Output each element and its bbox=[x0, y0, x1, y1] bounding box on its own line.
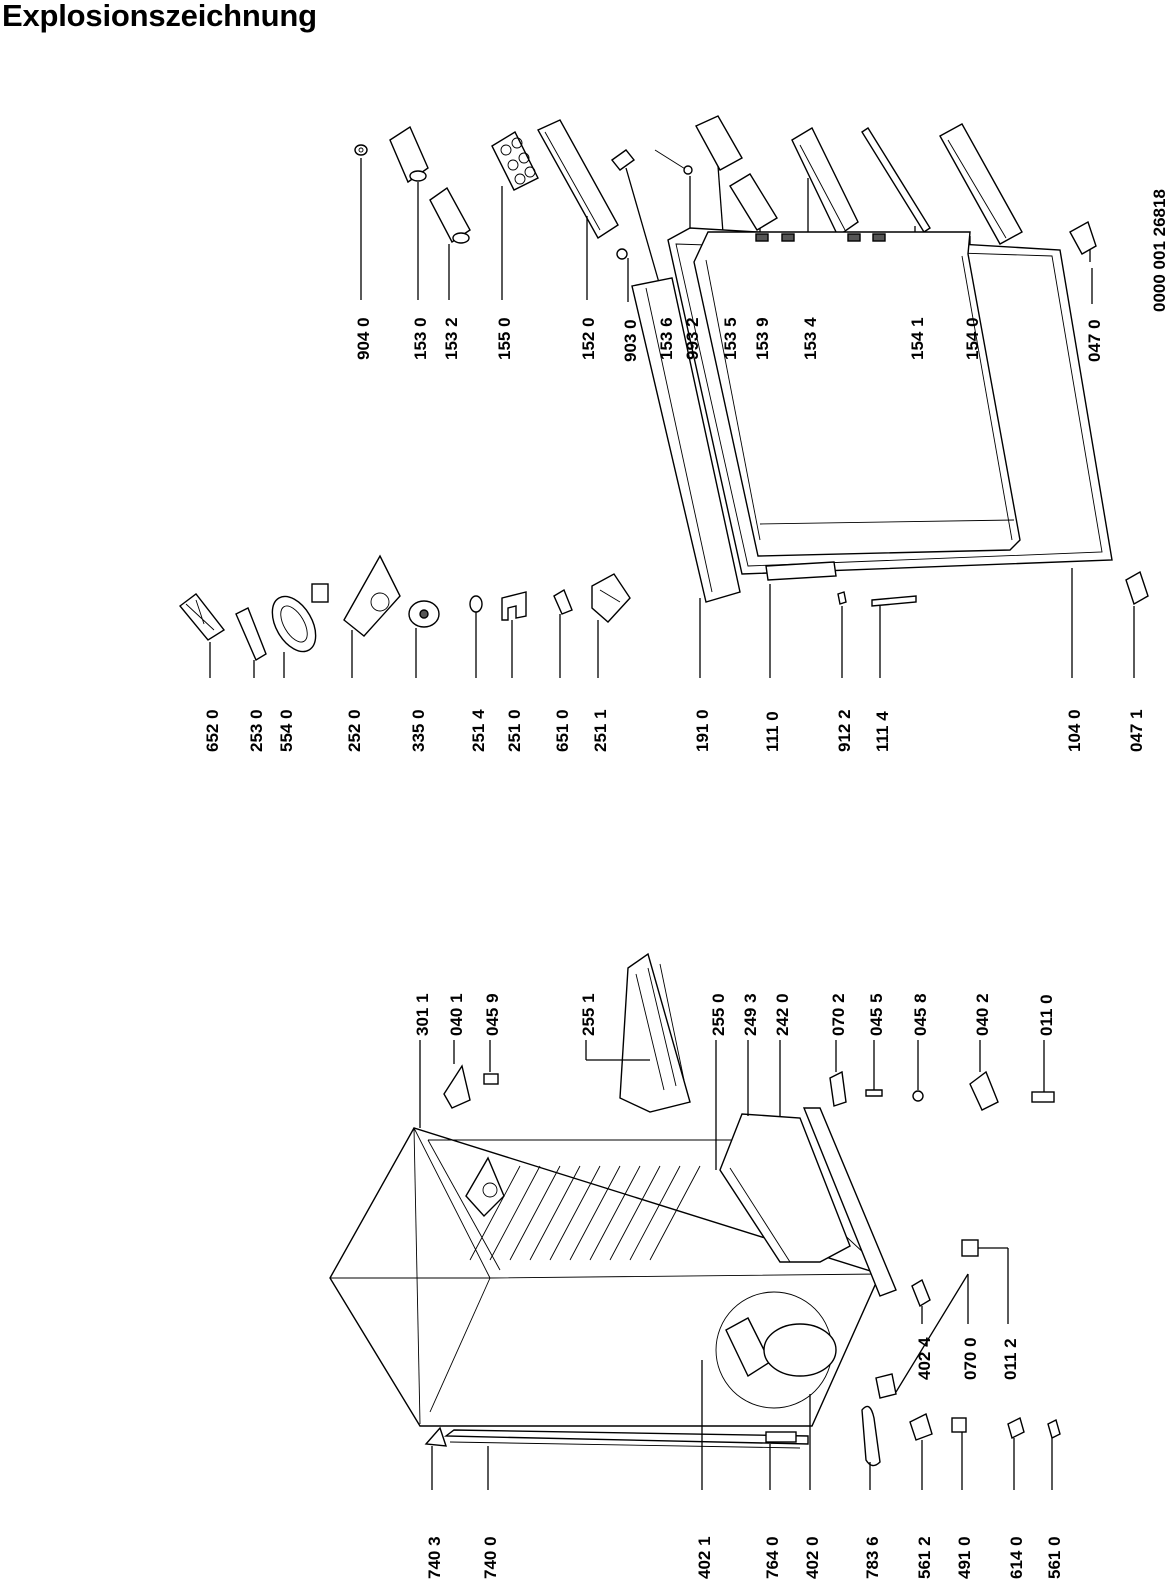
part-label: 252 0 bbox=[345, 709, 364, 752]
part-label: 040 2 bbox=[973, 993, 992, 1036]
part-label: 651 0 bbox=[553, 709, 572, 752]
part-label: 070 2 bbox=[829, 993, 848, 1036]
part-label: 047 0 bbox=[1085, 319, 1104, 362]
page-title: Explosionszeichnung bbox=[2, 0, 317, 33]
part-label: 153 5 bbox=[721, 317, 740, 360]
part-label: 253 0 bbox=[247, 709, 266, 752]
part-label: 402 0 bbox=[803, 1536, 822, 1579]
part-number-labels: 904 0 153 0 153 2 155 0 152 0 903 0 153 6 993 2… bbox=[203, 317, 1146, 1579]
part-label: 152 0 bbox=[579, 317, 598, 360]
part-label: 111 0 bbox=[763, 711, 782, 752]
part-label: 993 2 bbox=[683, 317, 702, 360]
door-parts-group bbox=[354, 115, 1091, 302]
part-label: 070 0 bbox=[961, 1337, 980, 1380]
part-label: 402 1 bbox=[695, 1536, 714, 1579]
part-label: 912 2 bbox=[835, 709, 854, 752]
part-label: 251 4 bbox=[469, 709, 488, 752]
part-label: 255 1 bbox=[579, 993, 598, 1036]
part-label: 047 1 bbox=[1127, 709, 1146, 752]
part-label: 242 0 bbox=[773, 993, 792, 1036]
part-label: 104 0 bbox=[1065, 709, 1084, 752]
part-label: 903 0 bbox=[621, 319, 640, 362]
part-label: 561 2 bbox=[915, 1536, 934, 1579]
part-label: 040 1 bbox=[447, 993, 466, 1036]
part-label: 155 0 bbox=[495, 317, 514, 360]
part-label: 561 0 bbox=[1045, 1536, 1064, 1579]
part-label: 614 0 bbox=[1007, 1536, 1026, 1579]
part-label: 740 3 bbox=[425, 1536, 444, 1579]
freezer-door-assembly bbox=[616, 220, 1149, 678]
part-label: 335 0 bbox=[409, 709, 428, 752]
part-label: 153 2 bbox=[442, 317, 461, 360]
part-label: 045 5 bbox=[867, 993, 886, 1036]
part-label: 251 0 bbox=[505, 709, 524, 752]
part-label: 153 6 bbox=[657, 317, 676, 360]
part-label: 255 0 bbox=[709, 993, 728, 1036]
part-label: 904 0 bbox=[354, 317, 373, 360]
part-label: 402 4 bbox=[915, 1337, 934, 1380]
cabinet-assembly bbox=[329, 952, 1061, 1490]
part-label: 191 0 bbox=[693, 709, 712, 752]
part-label: 045 8 bbox=[911, 993, 930, 1036]
part-label: 249 3 bbox=[741, 993, 760, 1036]
part-label: 153 0 bbox=[411, 317, 430, 360]
part-label: 045 9 bbox=[483, 993, 502, 1036]
control-parts-group bbox=[178, 554, 631, 678]
part-label: 154 0 bbox=[963, 317, 982, 360]
part-label: 154 1 bbox=[908, 317, 927, 360]
part-label: 153 4 bbox=[801, 317, 820, 360]
part-label: 011 2 bbox=[1001, 1338, 1020, 1380]
document-number: 0000 001 26818 bbox=[1150, 189, 1169, 312]
part-label: 783 6 bbox=[863, 1536, 882, 1579]
part-label: 301 1 bbox=[413, 993, 432, 1036]
part-label: 011 0 bbox=[1037, 994, 1056, 1036]
part-label: 652 0 bbox=[203, 709, 222, 752]
part-label: 111 4 bbox=[873, 711, 892, 752]
part-label: 153 9 bbox=[753, 317, 772, 360]
part-label: 554 0 bbox=[277, 709, 296, 752]
part-label: 764 0 bbox=[763, 1536, 782, 1579]
part-label: 251 1 bbox=[591, 709, 610, 752]
part-label: 740 0 bbox=[481, 1536, 500, 1579]
part-label: 491 0 bbox=[955, 1536, 974, 1579]
